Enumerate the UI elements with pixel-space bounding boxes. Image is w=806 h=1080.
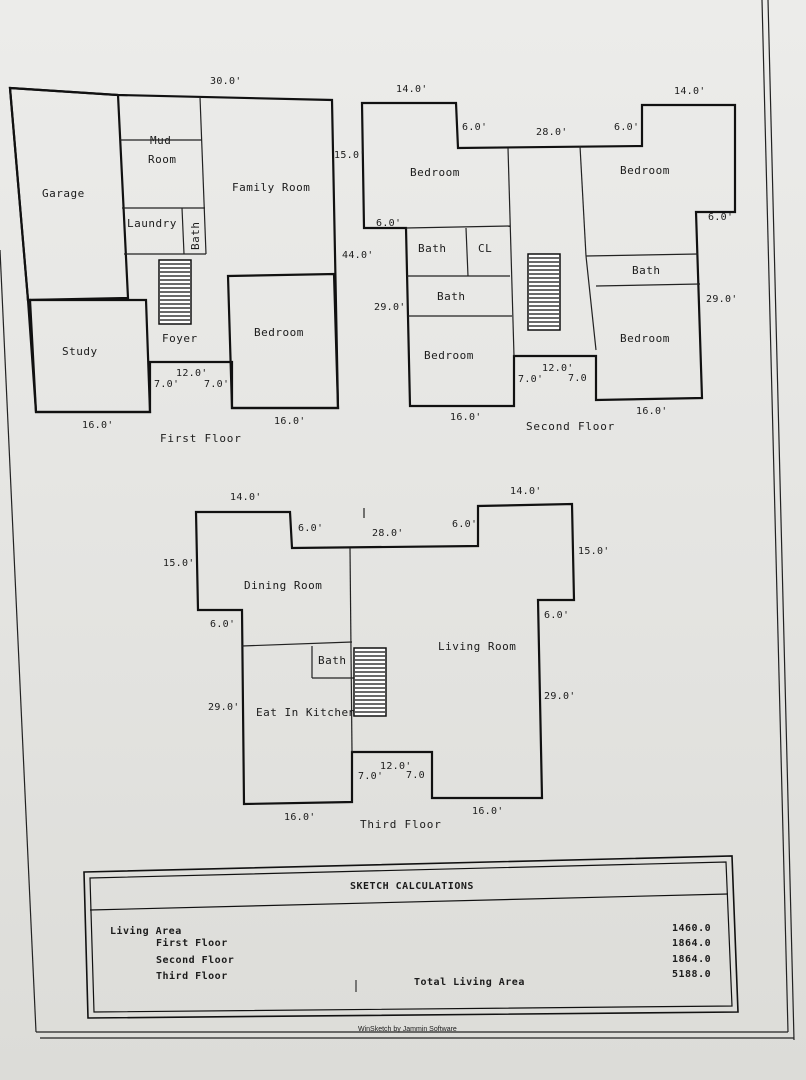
dim-notch-left: 6.0' xyxy=(298,523,323,534)
dim-porch-right: 7.0 xyxy=(568,373,587,384)
calc-row-first-label: First Floor xyxy=(156,937,228,949)
room-label-bedroom-nw: Bedroom xyxy=(410,166,460,179)
dim-porch-width: 12.0' xyxy=(380,761,412,772)
dim-bottom-left: 16.0' xyxy=(82,420,114,431)
room-label-garage: Garage xyxy=(42,187,85,200)
room-label-study: Study xyxy=(62,345,98,358)
calc-row-first-value: 1460.0 xyxy=(672,923,711,934)
room-label-dining-room: Dining Room xyxy=(244,579,322,592)
dim-notch-right: 6.0' xyxy=(614,122,639,133)
room-label-bedroom-sw: Bedroom xyxy=(424,349,474,362)
dim-top: 30.0' xyxy=(210,76,242,87)
room-label-bedroom-se: Bedroom xyxy=(620,332,670,345)
room-label-bedroom-ne: Bedroom xyxy=(620,164,670,177)
dim-right-lower: 29.0' xyxy=(544,691,576,702)
software-footer: WinSketch by Jammin Software xyxy=(358,1026,457,1033)
dim-bottom-left: 16.0' xyxy=(284,812,316,823)
calc-total-value: 5188.0 xyxy=(672,969,711,980)
third-floor-plan: Dining Room Living Room Bath Eat In Kitc… xyxy=(163,486,610,831)
calc-total-label: Total Living Area xyxy=(414,976,525,988)
dim-top-right: 14.0' xyxy=(674,86,706,97)
dim-porch-width: 12.0' xyxy=(176,368,208,379)
room-label-laundry: Laundry xyxy=(127,217,177,230)
room-label-bath-1: Bath xyxy=(418,242,447,255)
page-border xyxy=(0,0,795,1041)
room-label-foyer: Foyer xyxy=(162,332,198,345)
room-label-bath-2: Bath xyxy=(632,264,661,277)
dim-porch-right: 7.0 xyxy=(406,770,425,781)
floor-title-second: Second Floor xyxy=(526,420,615,433)
calc-row-second-value: 1864.0 xyxy=(672,938,711,949)
room-label-living-room: Living Room xyxy=(438,640,516,653)
dim-left-upper: 15.0' xyxy=(163,558,195,569)
dim-bottom-right: 16.0' xyxy=(636,406,668,417)
room-label-mud-room: Room xyxy=(148,153,177,166)
dim-porch-width: 12.0' xyxy=(542,363,574,374)
dim-porch-left: 7.0' xyxy=(358,771,383,782)
room-label-bath-3: Bath xyxy=(437,290,466,303)
dim-bottom-right: 16.0' xyxy=(274,416,306,427)
calc-row-third-value: 1864.0 xyxy=(672,954,711,965)
dim-porch-left: 7.0' xyxy=(154,379,179,390)
dim-porch-left: 7.0' xyxy=(518,374,543,385)
dim-bottom-left: 16.0' xyxy=(450,412,482,423)
dim-middle: 28.0' xyxy=(372,528,404,539)
dim-left-lower: 29.0' xyxy=(374,302,406,313)
room-label-kitchen: Eat In Kitchen xyxy=(256,706,356,719)
dim-porch-right: 7.0' xyxy=(204,379,229,390)
calc-row-second-label: Second Floor xyxy=(156,955,234,966)
dim-notch-right: 6.0' xyxy=(452,519,477,530)
second-floor-plan: Bedroom Bedroom Bath CL Bath Bath Bedroo… xyxy=(334,84,738,433)
dim-left-upper: 15.0' xyxy=(334,150,366,161)
sketch-calculations-box: SKETCH CALCULATIONS Living Area First Fl… xyxy=(83,855,739,1019)
dim-right-lower: 29.0' xyxy=(706,294,738,305)
dim-top-left: 14.0' xyxy=(230,492,262,503)
calc-title: SKETCH CALCULATIONS xyxy=(350,881,474,892)
first-floor-plan: Garage Mud Room Family Room Laundry Bath… xyxy=(8,76,374,445)
floor-title-third: Third Floor xyxy=(360,818,442,831)
calc-row-third-label: Third Floor xyxy=(156,970,228,982)
dim-right-upper: 15.0' xyxy=(578,546,610,557)
dim-left-notch: 6.0' xyxy=(210,619,235,630)
room-label-bath: Bath xyxy=(189,222,202,251)
floor-title-first: First Floor xyxy=(160,432,242,445)
dim-bottom-right: 16.0' xyxy=(472,806,504,817)
room-label-bedroom: Bedroom xyxy=(254,326,304,339)
room-label-closet: CL xyxy=(478,242,492,255)
dim-right-notch: 6.0' xyxy=(544,610,569,621)
dim-top-left: 14.0' xyxy=(396,84,428,95)
room-label-bath: Bath xyxy=(318,654,347,667)
dim-notch-left: 6.0' xyxy=(462,122,487,133)
dim-left-lower: 29.0' xyxy=(208,702,240,713)
dim-right: 44.0' xyxy=(342,250,374,261)
dim-middle: 28.0' xyxy=(536,127,568,138)
room-label-mud: Mud xyxy=(150,134,171,147)
dim-top-right: 14.0' xyxy=(510,486,542,497)
room-label-family-room: Family Room xyxy=(232,181,310,194)
dim-right-notch: 6.0' xyxy=(708,212,733,223)
calc-living-area-label: Living Area xyxy=(110,925,182,937)
dim-left-notch: 6.0' xyxy=(376,218,401,229)
